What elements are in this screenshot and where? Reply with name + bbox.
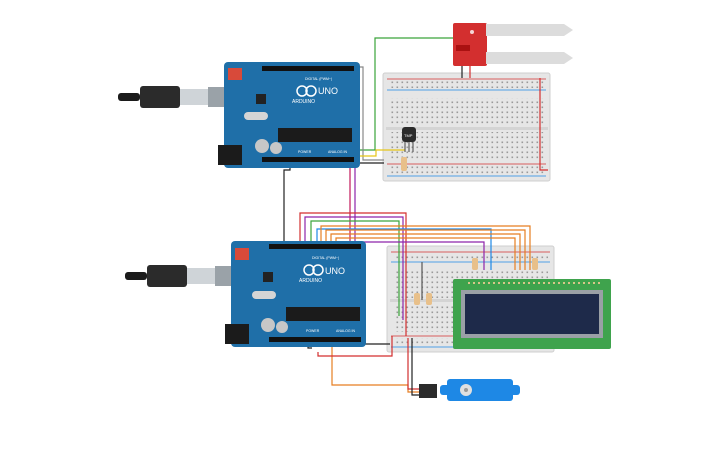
power-header-label: POWER [306,329,320,333]
arduino-brand-label: ARDUINO [292,99,315,105]
lcd-screen [465,294,599,334]
digital-header-label: DIGITAL (PWM~) [312,256,339,260]
wire-purple-1 [304,216,404,320]
leds-resistors[interactable] [414,258,538,305]
reset-button[interactable] [235,248,249,260]
arduino-uno-top[interactable]: ARDUINO UNO DIGITAL (PWM~) POWER ANALOG … [218,62,360,168]
arduino-uno-bottom[interactable]: ARDUINO UNO DIGITAL (PWM~) POWER ANALOG … [225,241,366,347]
reset-button[interactable] [228,68,242,80]
arduino-model-label: UNO [325,266,345,276]
wire-orange-1 [320,225,531,270]
wire-yellow-tmp [358,149,405,157]
arduino-brand-label: ARDUINO [299,278,322,284]
arduino-logo-icon [296,85,308,97]
arduino-model-label: UNO [318,86,338,96]
wire-blue-1 [316,228,492,270]
wire-red-power [317,336,393,357]
wire-orange-3 [330,233,521,270]
wire-red-right [539,78,548,171]
servo-motor[interactable] [419,379,520,401]
wire-green-1 [310,220,400,316]
wire-orange-2 [325,229,526,270]
digital-header-label: DIGITAL (PWM~) [305,77,332,81]
analog-header-label: ANALOG IN [336,329,356,333]
arduino-logo-icon [303,264,315,276]
breadboard-top[interactable] [382,72,551,182]
wire-red-1 [299,212,407,336]
power-header-label: POWER [298,150,312,154]
temperature-sensor[interactable]: TMP [402,127,416,152]
lcd-display[interactable] [453,279,611,349]
analog-header-label: ANALOG IN [328,150,348,154]
resistor-top[interactable] [401,157,407,171]
soil-moisture-sensor[interactable] [453,23,573,66]
tmp-label: TMP [404,133,413,138]
